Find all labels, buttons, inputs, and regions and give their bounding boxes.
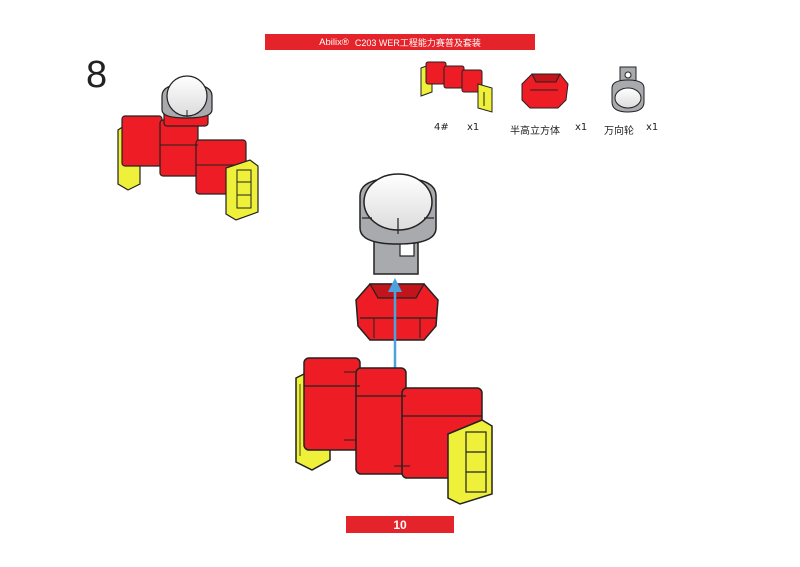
page-number-text: 10 bbox=[393, 517, 407, 532]
part-qty-wheel: x1 bbox=[646, 122, 659, 133]
red-brick-4 bbox=[303, 357, 483, 479]
part-label-4: 4# bbox=[434, 122, 449, 133]
yellow-plate-right bbox=[447, 419, 493, 505]
universal-wheel-icon bbox=[611, 66, 645, 113]
brand-name: Abilix® bbox=[319, 36, 349, 48]
half-height-cube-icon bbox=[521, 73, 569, 109]
main-assembly-view bbox=[295, 173, 493, 505]
kit-title: C203 WER工程能力赛普及套装 bbox=[354, 37, 481, 48]
completed-model-preview bbox=[117, 75, 259, 221]
part-4-hash-icon bbox=[420, 61, 493, 113]
part-label-half-cube: 半高立方体 bbox=[510, 126, 560, 137]
wheel-part bbox=[359, 173, 437, 275]
half-cube-part bbox=[355, 283, 439, 341]
step-number: 8 bbox=[86, 54, 108, 96]
header-banner: Abilix® C203 WER工程能力赛普及套装 bbox=[265, 34, 535, 50]
page-number: 10 bbox=[346, 516, 454, 533]
part-label-wheel: 万向轮 bbox=[604, 126, 634, 137]
part-qty-half-cube: x1 bbox=[575, 122, 588, 133]
part-qty-4: x1 bbox=[467, 122, 480, 133]
